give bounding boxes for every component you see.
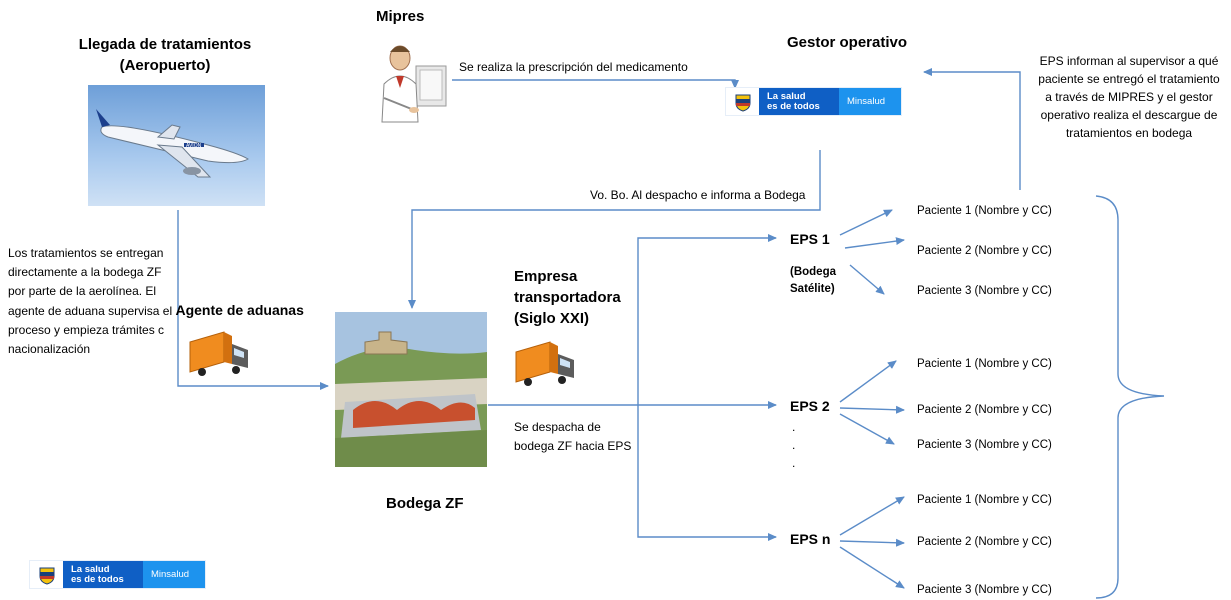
arrow-eps1-p2 [844,237,905,249]
svg-text:AVION: AVION [186,143,202,149]
ellipsis-dot: . [792,456,796,470]
arrow-epsn-p2 [839,538,905,547]
colombia-shield-icon [30,561,63,588]
warehouse-photo [335,312,487,467]
eps-1-sub-line1: (Bodega [790,266,836,278]
eps-2-label: EPS 2 [790,398,830,414]
eps-2-patient-2: Paciente 2 (Nombre y CC) [917,404,1052,416]
delivery-line-2: directamente a la bodega ZF [8,265,162,279]
transport-title: Empresa transportadora (Siglo XXI) [514,266,621,329]
delivery-line-3: por parte de la aerolínea. El [8,284,157,298]
eps-1-patient-2: Paciente 2 (Nombre y CC) [917,245,1052,257]
eps-2-patient-1: Paciente 1 (Nombre y CC) [917,358,1052,370]
eps-1-patient-1: Paciente 1 (Nombre y CC) [917,205,1052,217]
transport-title-line3: (Siglo XXI) [514,310,589,327]
agent-title: Agente de aduanas [175,302,304,318]
eps-n-patient-1: Paciente 1 (Nombre y CC) [917,494,1052,506]
doctor-icon [374,38,452,124]
delivery-line-4: agente de aduana supervisa el Agente de … [8,301,348,321]
arrow-eps1-p3 [849,264,885,295]
arrival-title: Llegada de tratamientos (Aeropuerto) [60,34,270,76]
arrow-eps2-p3 [839,413,895,445]
eps-n-label: EPS n [790,531,831,547]
logo-slogan-line2: es de todos [71,574,124,585]
arrow-epsn-p3 [839,546,905,589]
transport-title-line2: transportadora [514,289,621,306]
delivery-text: Los tratamientos se entregan directament… [8,244,348,359]
transport-title-line1: Empresa [514,268,578,285]
ellipsis-dot: . [792,420,796,434]
logo-slogan-line1: La salud [767,91,806,102]
eps-info-text: EPS informan al supervisor a qué pacient… [1038,54,1220,140]
truck-icon [514,338,580,388]
dispatch-line-2: bodega ZF hacia EPS [514,439,632,453]
airplane-photo: AVION [88,85,265,206]
eps-1-sub-line2: Satélite) [790,283,835,295]
arrow-to-epsn [637,405,777,541]
logo-slogan: La salud es de todos [759,88,839,115]
eps-1-label: EPS 1 [790,231,830,247]
patients-brace [1095,195,1165,599]
logo-slogan-line1: La salud [71,564,110,575]
logo-slogan: La salud es de todos [63,561,143,588]
delivery-line-5: proceso y empieza trámites c [8,323,165,337]
prescription-label: Se realiza la prescripción del medicamen… [459,60,688,74]
minsalud-logo-gestor: La salud es de todos Minsalud [726,88,901,115]
dispatch-label: Se despacha de bodega ZF hacia EPS [514,418,631,456]
delivery-line-4-prefix: agente de aduana supervisa el [8,304,173,318]
eps-n-patient-2: Paciente 2 (Nombre y CC) [917,536,1052,548]
ellipsis-dot: . [792,438,796,452]
eps-1-patient-3: Paciente 3 (Nombre y CC) [917,285,1052,297]
dispatch-line-1: Se despacha de [514,420,601,434]
arrow-prescription [452,79,739,89]
delivery-line-1: Los tratamientos se entregan [8,246,164,260]
eps-2-patient-3: Paciente 3 (Nombre y CC) [917,439,1052,451]
arrival-title-line2: (Aeropuerto) [119,57,211,74]
eps-1-subtitle: (Bodega Satélite) [790,264,836,298]
gestor-title: Gestor operativo [787,34,908,51]
arrow-eps2-p1 [839,360,897,403]
colombia-shield-icon [726,88,759,115]
arrow-airport-to-warehouse [177,210,329,390]
arrival-title-line1: Llegada de tratamientos [78,36,252,53]
minsalud-logo-footer: La salud es de todos Minsalud [30,561,205,588]
arrow-to-eps1 [637,234,777,405]
logo-brand: Minsalud [839,88,901,115]
arrow-eps1-p1 [839,209,893,236]
arrow-eps2-p2 [839,405,905,414]
logo-brand: Minsalud [143,561,205,588]
arrow-epsn-p1 [839,496,905,536]
approval-label: Vo. Bo. Al despacho e informa a Bodega [590,188,806,202]
arrow-feedback [923,68,1021,190]
mipres-title: Mipres [376,8,425,25]
arrow-approval [408,150,821,309]
logo-slogan-line2: es de todos [767,101,820,112]
eps-n-patient-3: Paciente 3 (Nombre y CC) [917,584,1052,596]
delivery-line-6: nacionalización [8,342,91,356]
truck-icon [188,328,254,378]
warehouse-title: Bodega ZF [386,495,464,512]
